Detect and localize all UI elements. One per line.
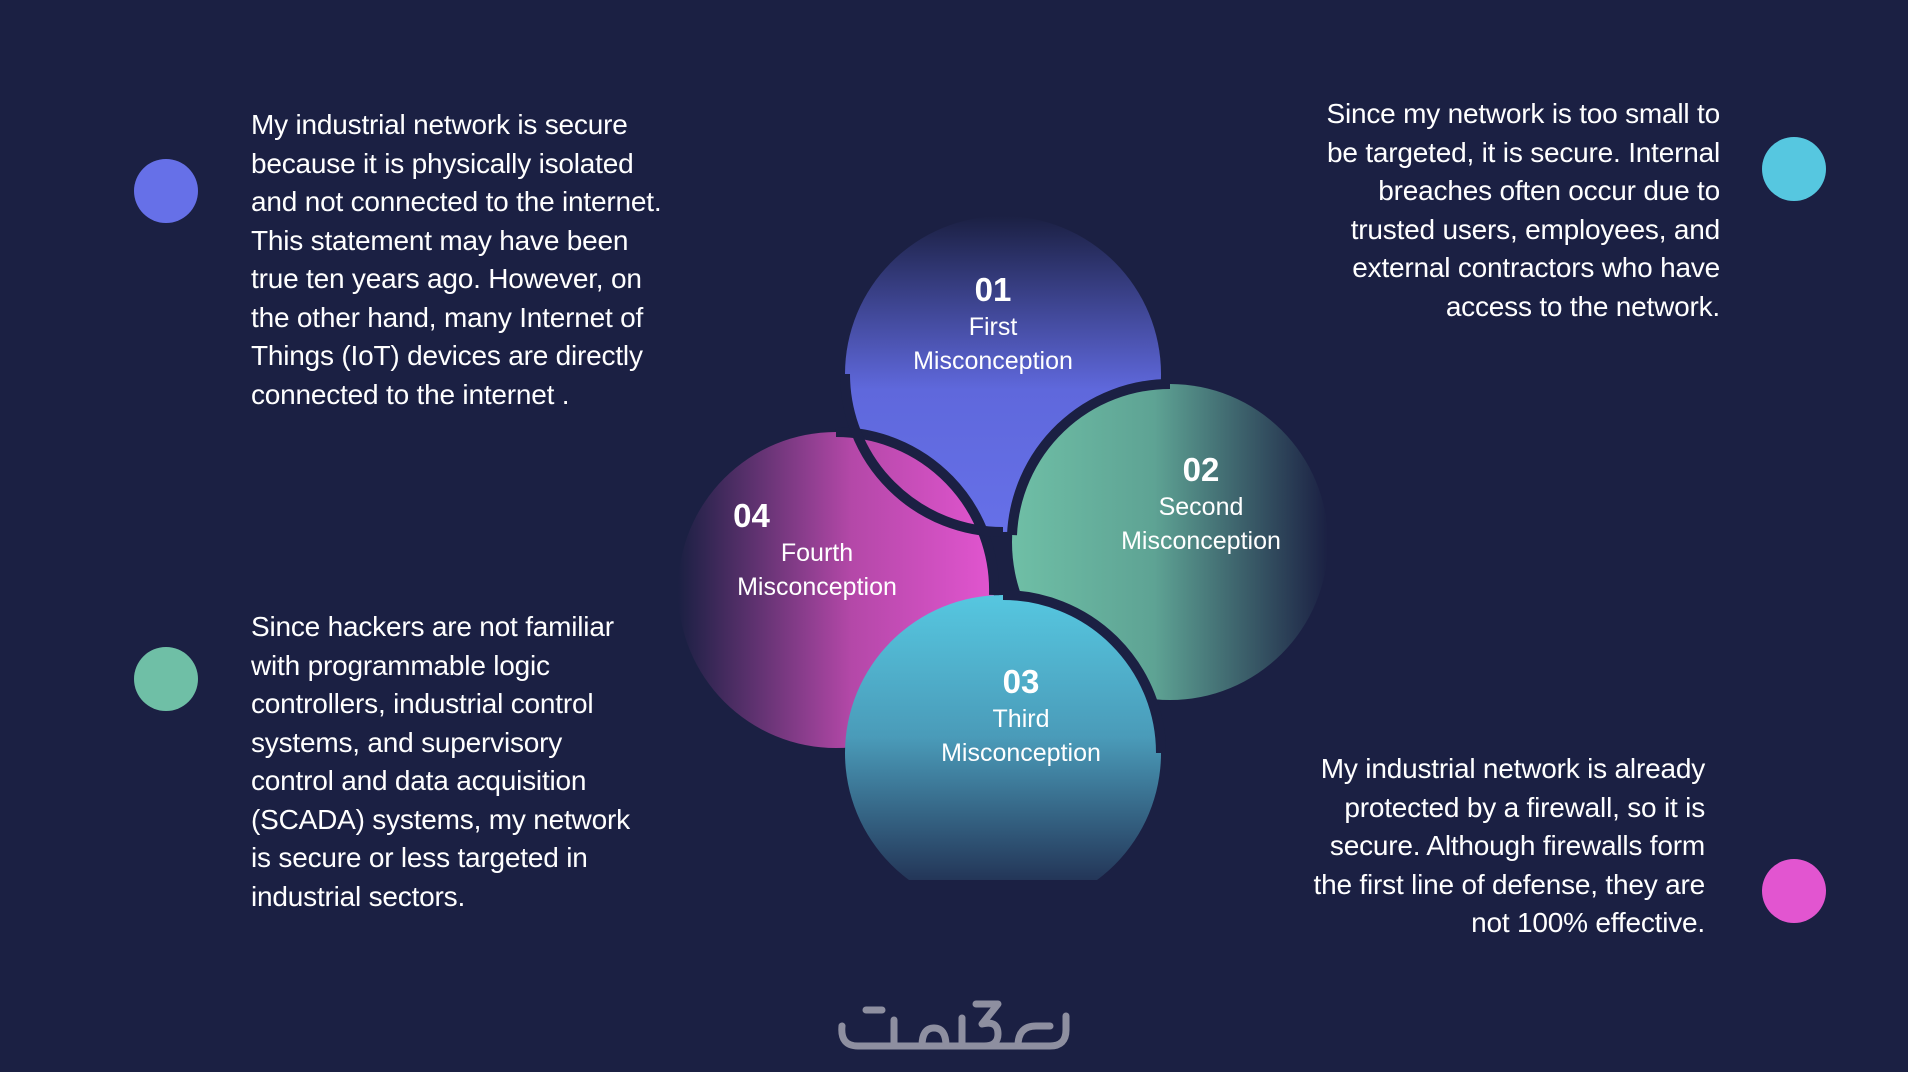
petal-second-line2: Misconception bbox=[1121, 527, 1281, 555]
petal-second-line1: Second bbox=[1158, 493, 1244, 521]
second-misconception-dot bbox=[134, 647, 198, 711]
petals-svg bbox=[678, 216, 1328, 911]
second-misconception-text: Since hackers are not familiar with prog… bbox=[251, 608, 646, 916]
third-misconception-dot bbox=[1762, 137, 1826, 201]
petal-third bbox=[845, 595, 1161, 911]
first-misconception-text: My industrial network is secure because … bbox=[251, 106, 671, 414]
petal-second-edge bbox=[1007, 378, 1171, 536]
first-misconception-paragraph: My industrial network is secure because … bbox=[251, 109, 662, 410]
petal-third-number: 03 bbox=[1002, 663, 1040, 700]
misconceptions-diagram: 01 First Misconception 02 Second Misconc… bbox=[660, 200, 1340, 911]
petal-third-line1: Third bbox=[992, 705, 1050, 733]
fourth-misconception-dot bbox=[1762, 859, 1826, 923]
petal-second-number: 02 bbox=[1182, 451, 1220, 488]
petal-first-label: 01 First Misconception bbox=[913, 270, 1073, 378]
petal-first-line2: Misconception bbox=[913, 347, 1073, 375]
khamsat-logo bbox=[836, 990, 1072, 1060]
petal-first-line1: First bbox=[968, 313, 1018, 341]
petal-third-label: 03 Third Misconception bbox=[941, 662, 1101, 770]
first-misconception-dot bbox=[134, 159, 198, 223]
petal-fourth-number: 04 bbox=[733, 497, 770, 534]
petal-fourth-line1: Fourth bbox=[780, 539, 854, 567]
third-misconception-text: Since my network is too small to be targ… bbox=[1305, 95, 1720, 326]
petal-first-edge bbox=[840, 373, 1004, 537]
khamsat-logo-mark bbox=[838, 1000, 1070, 1050]
fourth-misconception-paragraph: My industrial network is already protect… bbox=[1313, 753, 1706, 938]
third-misconception-paragraph: Since my network is too small to be targ… bbox=[1326, 98, 1720, 322]
petal-fourth-label: 04 Fourth Misconception bbox=[733, 496, 897, 604]
petal-third-edge bbox=[1002, 590, 1166, 754]
second-misconception-paragraph: Since hackers are not familiar with prog… bbox=[251, 611, 630, 912]
fourth-misconception-text: My industrial network is already protect… bbox=[1290, 750, 1706, 943]
petal-second-label: 02 Second Misconception bbox=[1121, 450, 1281, 558]
petal-first-number: 01 bbox=[974, 271, 1012, 308]
petal-fourth-line2: Misconception bbox=[737, 573, 897, 601]
petal-third-line2: Misconception bbox=[941, 739, 1101, 767]
petal-fourth-edge bbox=[835, 427, 1000, 596]
